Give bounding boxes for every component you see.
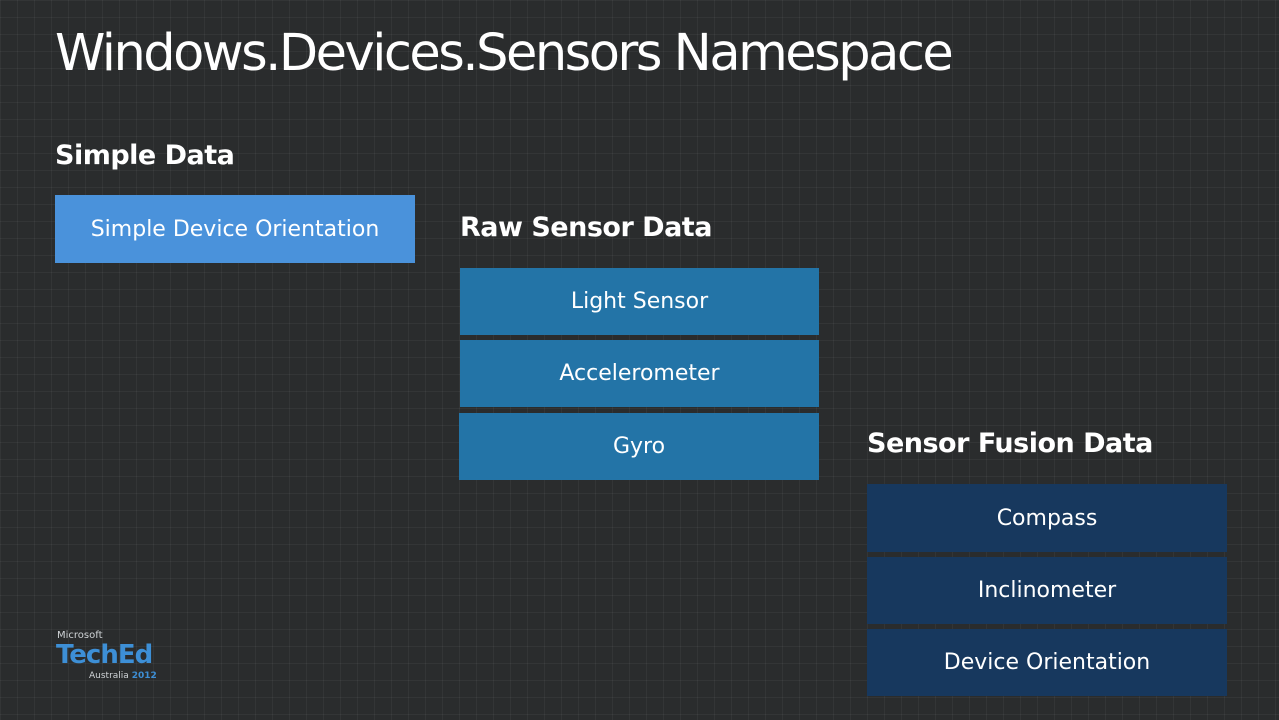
simple-device-orientation-box: Simple Device Orientation [55,195,415,263]
logo-subtitle: Australia 2012 [89,671,157,681]
logo-brand: Microsoft [57,630,103,641]
raw-sensor-data-heading: Raw Sensor Data [460,212,712,243]
slide-title: Windows.Devices.Sensors Namespace [55,24,954,83]
compass-box: Compass [867,484,1227,552]
gyro-box: Gyro [459,413,819,480]
light-sensor-box: Light Sensor [460,268,819,335]
device-orientation-box: Device Orientation [867,629,1227,696]
teched-logo: Microsoft TechEd Australia 2012 [56,630,167,685]
inclinometer-box: Inclinometer [867,557,1227,624]
logo-region: Australia [89,671,129,681]
logo-year: 2012 [131,671,157,681]
accelerometer-box: Accelerometer [460,340,819,407]
simple-data-heading: Simple Data [55,140,235,171]
logo-name: TechEd [56,640,153,670]
sensor-fusion-data-heading: Sensor Fusion Data [867,428,1153,459]
